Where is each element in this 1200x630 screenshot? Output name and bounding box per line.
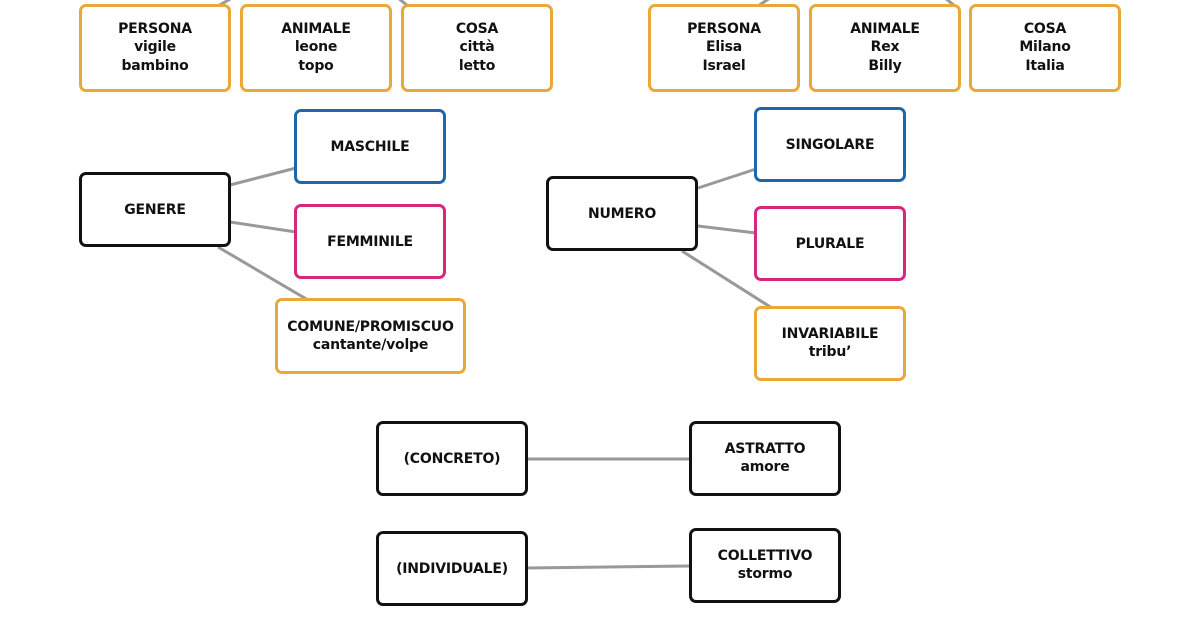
concreto-box: (CONCRETO) [376, 421, 528, 496]
femminile-box: FEMMINILE [294, 204, 446, 279]
node-example: Italia [1025, 58, 1065, 74]
node-title: COSA [1023, 21, 1067, 37]
node-title: (INDIVIDUALE) [396, 560, 508, 577]
node-title: ANIMALE [850, 21, 920, 37]
node-example: Milano [1019, 39, 1071, 55]
node-title: NUMERO [587, 205, 657, 222]
node-example: topo [298, 58, 334, 74]
cosa-right-box: COSA Milano Italia [969, 4, 1121, 92]
node-title: PERSONA [687, 21, 761, 37]
node-example: Israel [702, 58, 746, 74]
node-title: ANIMALE [281, 21, 351, 37]
node-example: tribu’ [808, 344, 852, 360]
node-title: PLURALE [795, 235, 865, 252]
connector-line [229, 166, 297, 187]
connector-line [697, 167, 757, 190]
node-title: FEMMINILE [327, 233, 413, 250]
connector-line [697, 224, 757, 235]
genere-box: GENERE [79, 172, 231, 247]
invariabile-box: INVARIABILE tribu’ [754, 306, 906, 381]
node-title: (CONCRETO) [403, 450, 501, 467]
persona-left-box: PERSONA vigile bambino [79, 4, 231, 92]
node-title: SINGOLARE [785, 136, 875, 153]
persona-right-box: PERSONA Elisa Israel [648, 4, 800, 92]
collettivo-box: COLLETTIVO stormo [689, 528, 841, 603]
cosa-left-box: COSA città letto [401, 4, 553, 92]
node-title: ASTRATTO [724, 441, 806, 457]
maschile-box: MASCHILE [294, 109, 446, 184]
node-title: COSA [455, 21, 499, 37]
node-example: Rex [870, 39, 900, 55]
node-example: bambino [121, 58, 189, 74]
node-title: PERSONA [118, 21, 192, 37]
node-title: MASCHILE [330, 138, 410, 155]
node-example: amore [740, 459, 790, 475]
animale-right-box: ANIMALE Rex Billy [809, 4, 961, 92]
plurale-box: PLURALE [754, 206, 906, 281]
node-example: leone [294, 39, 338, 55]
node-example: Elisa [706, 39, 742, 55]
astratto-box: ASTRATTO amore [689, 421, 841, 496]
numero-box: NUMERO [546, 176, 698, 251]
connector-line [526, 564, 691, 570]
node-title: COMUNE/PROMISCUO [287, 318, 454, 335]
node-title: COLLETTIVO [717, 548, 813, 564]
animale-left-box: ANIMALE leone topo [240, 4, 392, 92]
node-title: INVARIABILE [781, 326, 879, 342]
connector-line [681, 249, 773, 310]
connector-line [217, 245, 309, 302]
node-title: GENERE [124, 201, 186, 218]
comune-promiscuo-box: COMUNE/PROMISCUO cantante/volpe [275, 298, 466, 374]
node-example: cantante/volpe [312, 336, 429, 353]
node-example: città [459, 39, 495, 55]
singolare-box: SINGOLARE [754, 107, 906, 182]
connector-line [229, 220, 297, 234]
node-example: Billy [868, 58, 902, 74]
node-example: letto [458, 58, 496, 74]
node-example: vigile [134, 39, 176, 55]
individuale-box: (INDIVIDUALE) [376, 531, 528, 606]
node-example: stormo [737, 566, 793, 582]
